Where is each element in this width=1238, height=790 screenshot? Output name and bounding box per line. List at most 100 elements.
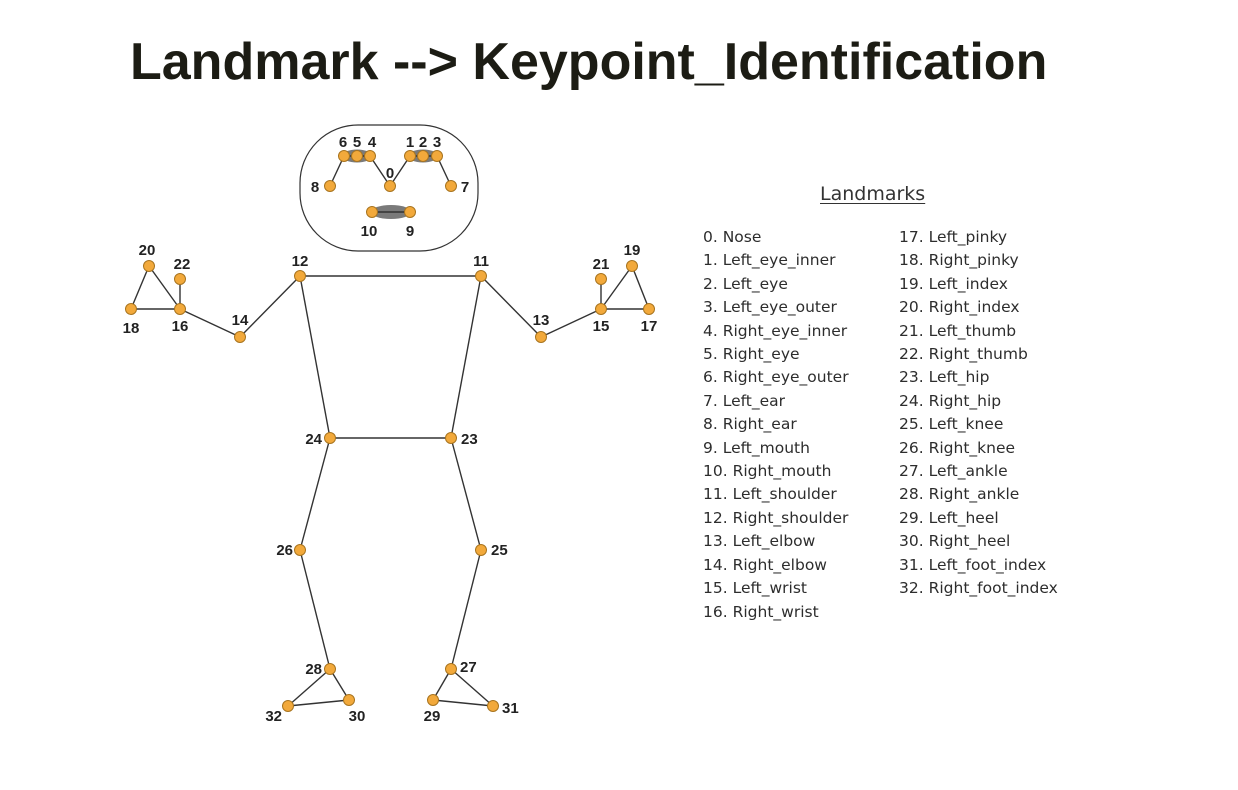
keypoint-label-21: 21 xyxy=(593,256,610,273)
keypoint-label-2: 2 xyxy=(419,134,427,151)
keypoint-1 xyxy=(404,150,416,162)
keypoint-label-3: 3 xyxy=(433,134,441,151)
skeleton-edge-30-32 xyxy=(287,699,350,707)
landmarks-heading: Landmarks xyxy=(820,183,926,205)
keypoint-label-25: 25 xyxy=(491,542,508,559)
skeleton-edge-4-0 xyxy=(369,155,391,187)
keypoint-12 xyxy=(294,270,306,282)
keypoint-label-24: 24 xyxy=(305,431,322,448)
keypoint-label-28: 28 xyxy=(305,661,322,678)
landmark-list-item: 27. Left_ankle xyxy=(899,462,1008,481)
landmark-list-item: 19. Left_index xyxy=(899,274,1008,293)
keypoint-2 xyxy=(417,150,429,162)
keypoint-label-15: 15 xyxy=(593,318,610,335)
skeleton-edge-14-16 xyxy=(179,308,241,338)
keypoint-29 xyxy=(427,694,439,706)
landmark-list-item: 21. Left_thumb xyxy=(899,321,1017,340)
keypoint-9 xyxy=(404,206,416,218)
keypoint-20 xyxy=(143,260,155,272)
keypoint-14 xyxy=(234,331,246,343)
skeleton-edge-25-27 xyxy=(450,549,482,670)
keypoint-label-20: 20 xyxy=(139,242,156,259)
keypoint-3 xyxy=(431,150,443,162)
keypoint-label-11: 11 xyxy=(473,253,489,270)
landmark-list-item: 31. Left_foot_index xyxy=(899,555,1047,574)
keypoint-label-19: 19 xyxy=(624,242,641,259)
keypoint-label-8: 8 xyxy=(311,179,319,196)
keypoint-label-27: 27 xyxy=(460,659,477,676)
landmark-list-item: 12. Right_shoulder xyxy=(703,508,849,527)
skeleton-edge-28-32 xyxy=(287,668,331,707)
keypoint-label-31: 31 xyxy=(502,700,519,717)
keypoint-label-22: 22 xyxy=(174,256,191,273)
keypoint-label-30: 30 xyxy=(349,708,366,725)
landmark-list-item: 24. Right_hip xyxy=(899,391,1002,410)
skeleton-edge-27-31 xyxy=(450,668,494,707)
keypoint-32 xyxy=(282,700,294,712)
landmark-list-item: 16. Right_wrist xyxy=(703,602,819,621)
keypoint-8 xyxy=(324,180,336,192)
keypoint-label-9: 9 xyxy=(406,223,414,240)
keypoint-18 xyxy=(125,303,137,315)
keypoint-28 xyxy=(324,663,336,675)
skeleton-edge-29-31 xyxy=(432,699,494,707)
landmark-list-item: 0. Nose xyxy=(703,228,762,246)
skeleton-edge-26-28 xyxy=(299,549,331,670)
skeleton-edge-24-26 xyxy=(299,437,331,551)
skeleton-edge-0-1 xyxy=(389,155,411,187)
keypoint-19 xyxy=(626,260,638,272)
landmark-list-item: 7. Left_ear xyxy=(703,391,786,410)
keypoint-label-10: 10 xyxy=(361,223,378,240)
keypoint-0 xyxy=(384,180,396,192)
landmark-list-item: 11. Left_shoulder xyxy=(703,485,837,504)
keypoint-label-18: 18 xyxy=(123,320,140,337)
skeleton-edge-23-25 xyxy=(450,437,482,551)
keypoint-26 xyxy=(294,544,306,556)
keypoint-13 xyxy=(535,331,547,343)
landmark-list-item: 17. Left_pinky xyxy=(899,228,1008,246)
landmark-list-item: 4. Right_eye_inner xyxy=(703,321,848,340)
keypoint-15 xyxy=(595,303,607,315)
keypoint-11 xyxy=(475,270,487,282)
keypoint-22 xyxy=(174,273,186,285)
landmark-list-item: 13. Left_elbow xyxy=(703,532,816,551)
keypoint-label-14: 14 xyxy=(232,312,249,329)
keypoint-label-4: 4 xyxy=(368,134,377,151)
skeleton-edge-11-23 xyxy=(450,275,482,439)
skeleton-edge-11-13 xyxy=(480,275,542,338)
landmark-list-item: 28. Right_ankle xyxy=(899,485,1020,504)
landmark-list-item: 5. Right_eye xyxy=(703,345,800,364)
skeleton-edge-28-30 xyxy=(329,668,350,701)
landmark-list-item: 32. Right_foot_index xyxy=(899,579,1058,598)
skeleton-edge-16-20 xyxy=(148,265,181,310)
keypoint-17 xyxy=(643,303,655,315)
landmark-list-item: 20. Right_index xyxy=(899,298,1020,317)
landmark-list-item: 23. Left_hip xyxy=(899,368,990,387)
keypoint-label-5: 5 xyxy=(353,134,361,151)
landmark-list-item: 2. Left_eye xyxy=(703,274,788,293)
keypoint-label-13: 13 xyxy=(533,312,550,329)
keypoint-24 xyxy=(324,432,336,444)
keypoint-label-12: 12 xyxy=(292,253,309,270)
keypoint-6 xyxy=(338,150,350,162)
keypoint-label-6: 6 xyxy=(339,134,347,151)
keypoint-23 xyxy=(445,432,457,444)
keypoint-21 xyxy=(595,273,607,285)
skeleton-edge-13-15 xyxy=(540,308,602,338)
landmark-list-item: 9. Left_mouth xyxy=(703,438,810,457)
skeleton-edge-17-19 xyxy=(631,265,650,310)
keypoint-label-32: 32 xyxy=(265,708,282,725)
keypoint-label-1: 1 xyxy=(406,134,414,151)
skeleton-edge-12-24 xyxy=(299,275,331,439)
landmark-list-item: 22. Right_thumb xyxy=(899,345,1028,364)
landmark-list-item: 3. Left_eye_outer xyxy=(703,298,837,317)
landmark-list-item: 6. Right_eye_outer xyxy=(703,368,849,387)
keypoint-16 xyxy=(174,303,186,315)
keypoint-label-16: 16 xyxy=(172,318,189,335)
keypoint-30 xyxy=(343,694,355,706)
landmark-list-item: 26. Right_knee xyxy=(899,438,1016,457)
keypoint-25 xyxy=(475,544,487,556)
keypoint-4 xyxy=(364,150,376,162)
